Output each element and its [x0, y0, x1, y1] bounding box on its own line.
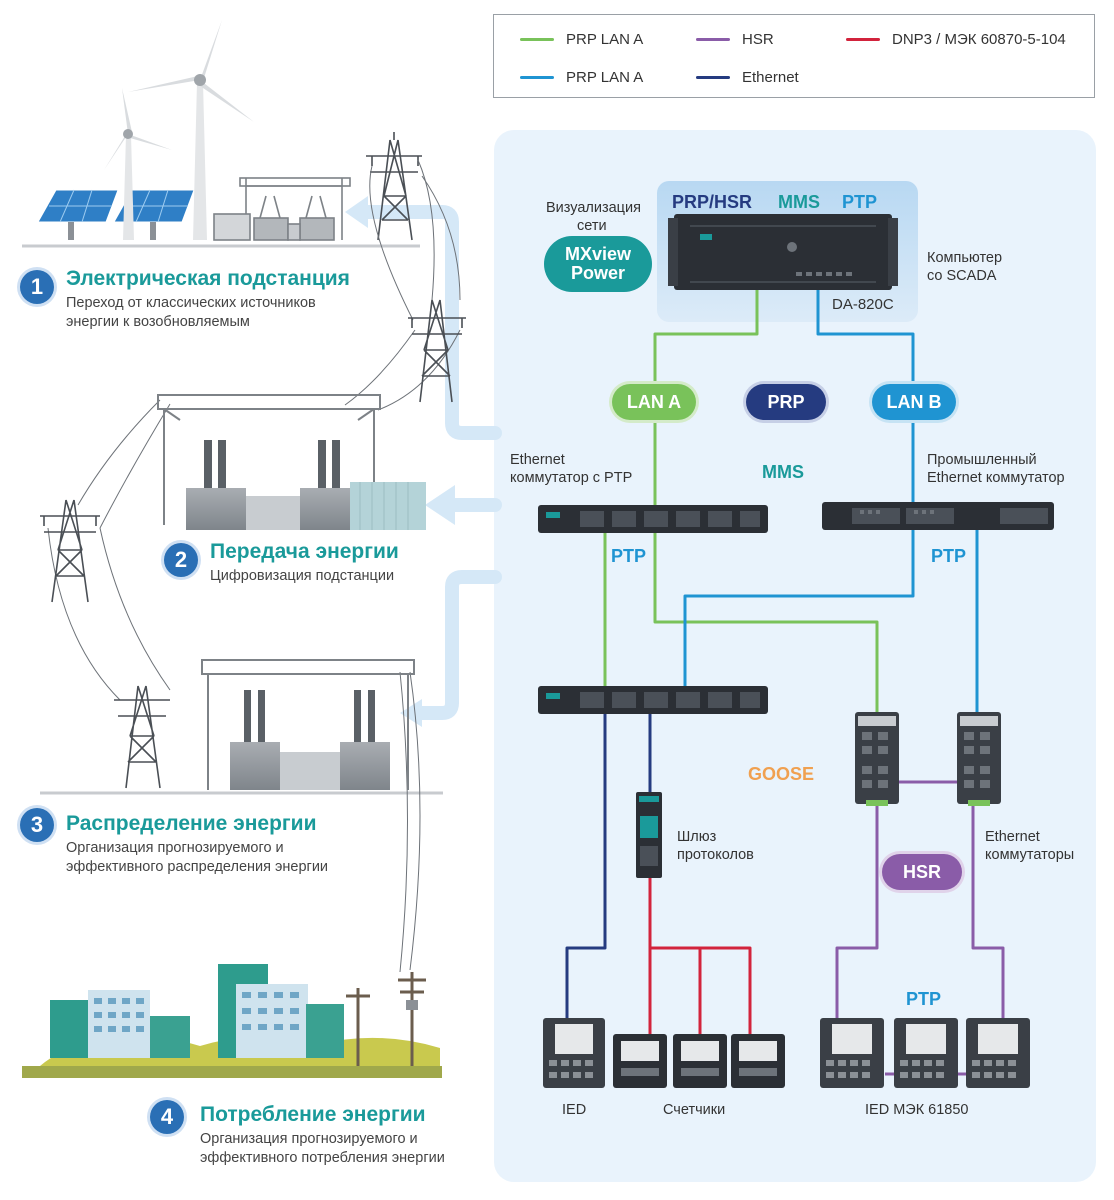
industrial-switch-label-1: Промышленный — [927, 452, 1037, 468]
legend-item-prp-lan-a-green: PRP LAN A — [520, 31, 643, 48]
stage-2-title: Передача энергии — [210, 540, 399, 563]
network-visualization-label-1: Визуализация — [546, 200, 641, 216]
stage-1-title: Электрическая подстанция — [66, 267, 350, 290]
stage-2-desc-1: Цифровизация подстанции — [210, 568, 395, 584]
legend-item-dnp3: DNP3 / МЭК 60870-5-104 — [846, 31, 1066, 48]
stage-2-number: 2 — [164, 543, 198, 577]
solar-panel-left — [37, 189, 119, 240]
pylon-3 — [40, 499, 100, 603]
wind-turbine-small — [104, 88, 172, 240]
stage-4-number: 4 — [150, 1100, 184, 1134]
legend-swatch-red — [846, 38, 880, 41]
substation-2 — [157, 394, 426, 530]
network-visualization-label-2: сети — [577, 218, 607, 234]
switch-ptp-label-2: коммутатор с PTP — [510, 470, 633, 486]
meter-1 — [613, 1034, 667, 1088]
ground-lines — [22, 244, 443, 795]
legend-label: PRP LAN A — [566, 31, 644, 48]
substation-1 — [213, 177, 351, 241]
pylon-4 — [114, 685, 170, 789]
din-switch-left — [855, 712, 899, 806]
din-switch-right — [957, 712, 1001, 806]
flow-arrowheads — [345, 196, 455, 727]
legend-swatch-green — [520, 38, 554, 41]
stage-3-desc-1: Организация прогнозируемого и — [66, 840, 284, 856]
stage-3-title: Распределение энергии — [66, 812, 317, 835]
legend-item-prp-lan-a-blue: PRP LAN A — [520, 69, 643, 86]
proto-ptp-top: PTP — [842, 192, 878, 212]
stage-4-desc-2: эффективного потребления энергии — [200, 1150, 445, 1166]
proto-mms-top: MMS — [778, 192, 820, 212]
stage-3-desc-2: эффективного распределения энергии — [66, 859, 329, 875]
switch-ptp-1 — [538, 505, 768, 533]
stage-1-desc-1: Переход от классических источников — [66, 295, 316, 311]
stage-4-title: Потребление энергии — [200, 1103, 426, 1126]
solar-panel-right — [113, 189, 195, 240]
ied-iec-2 — [894, 1018, 958, 1088]
protocol-gateway — [636, 792, 662, 878]
stage-4-desc-1: Организация прогнозируемого и — [200, 1131, 418, 1147]
hsr-badge: HSR — [882, 854, 962, 890]
proto-ptp-bottom: PTP — [906, 989, 942, 1009]
proto-prp-hsr: PRP/HSR — [672, 192, 753, 212]
da-820c-computer — [668, 214, 898, 290]
eth-switches-label-1: Ethernet — [985, 829, 1040, 845]
stage-1-desc-2: энергии к возобновляемым — [66, 314, 250, 330]
scada-computer-label-1: Компьютер — [927, 250, 1003, 266]
proto-mms-mid: MMS — [762, 462, 804, 482]
meter-3 — [731, 1034, 785, 1088]
prp-badge: PRP — [746, 384, 826, 420]
legend-swatch-navy — [696, 76, 730, 79]
lan-b-badge: LAN B — [872, 384, 956, 420]
stage-1-number: 1 — [20, 270, 54, 304]
switch-ptp-label-1: Ethernet — [510, 452, 565, 468]
stage-3-number: 3 — [20, 808, 54, 842]
gateway-label-2: протоколов — [677, 847, 754, 863]
switch-ptp-2 — [538, 686, 768, 714]
ied-label: IED — [562, 1102, 587, 1118]
scada-computer-label-2: со SCADA — [927, 268, 997, 284]
computer-model-label: DA-820C — [832, 296, 894, 313]
lan-a-badge: LAN A — [612, 384, 696, 420]
legend-label: Ethernet — [742, 69, 799, 86]
legend-label: HSR — [742, 31, 774, 48]
industrial-switch-label-2: Ethernet коммутатор — [927, 470, 1065, 486]
ied-device — [543, 1018, 605, 1088]
ied-iec-1 — [820, 1018, 884, 1088]
mxview-line-1: MXview — [564, 244, 632, 264]
legend-swatch-purple — [696, 38, 730, 41]
pylon-1 — [366, 132, 422, 241]
mxview-power-badge: MXview Power — [544, 236, 652, 292]
substation-3 — [201, 659, 415, 790]
pylon-2 — [408, 299, 466, 403]
ied-iec-label: IED МЭК 61850 — [865, 1102, 969, 1118]
legend-swatch-blue — [520, 76, 554, 79]
utility-poles — [346, 972, 426, 1066]
city-illustration — [22, 964, 442, 1078]
ied-iec-3 — [966, 1018, 1030, 1088]
legend-label: DNP3 / МЭК 60870-5-104 — [892, 31, 1066, 48]
legend-item-hsr: HSR — [696, 31, 774, 48]
legend-label: PRP LAN A — [566, 69, 644, 86]
proto-ptp-right: PTP — [931, 546, 967, 566]
proto-goose: GOOSE — [748, 764, 815, 784]
proto-ptp-left: PTP — [611, 546, 647, 566]
mxview-line-2: Power — [570, 263, 626, 283]
legend: PRP LAN A HSR DNP3 / МЭК 60870-5-104 PRP… — [493, 14, 1095, 98]
meters-label: Счетчики — [663, 1102, 726, 1118]
legend-item-ethernet: Ethernet — [696, 69, 799, 86]
wind-turbine-large — [128, 20, 254, 240]
meter-2 — [673, 1034, 727, 1088]
eth-switches-label-2: коммутаторы — [985, 847, 1075, 863]
transmission-wires — [47, 159, 461, 973]
cables — [565, 285, 1005, 1076]
switch-industrial — [822, 502, 1054, 530]
gateway-label-1: Шлюз — [677, 829, 717, 845]
flow-arrows — [353, 205, 502, 720]
